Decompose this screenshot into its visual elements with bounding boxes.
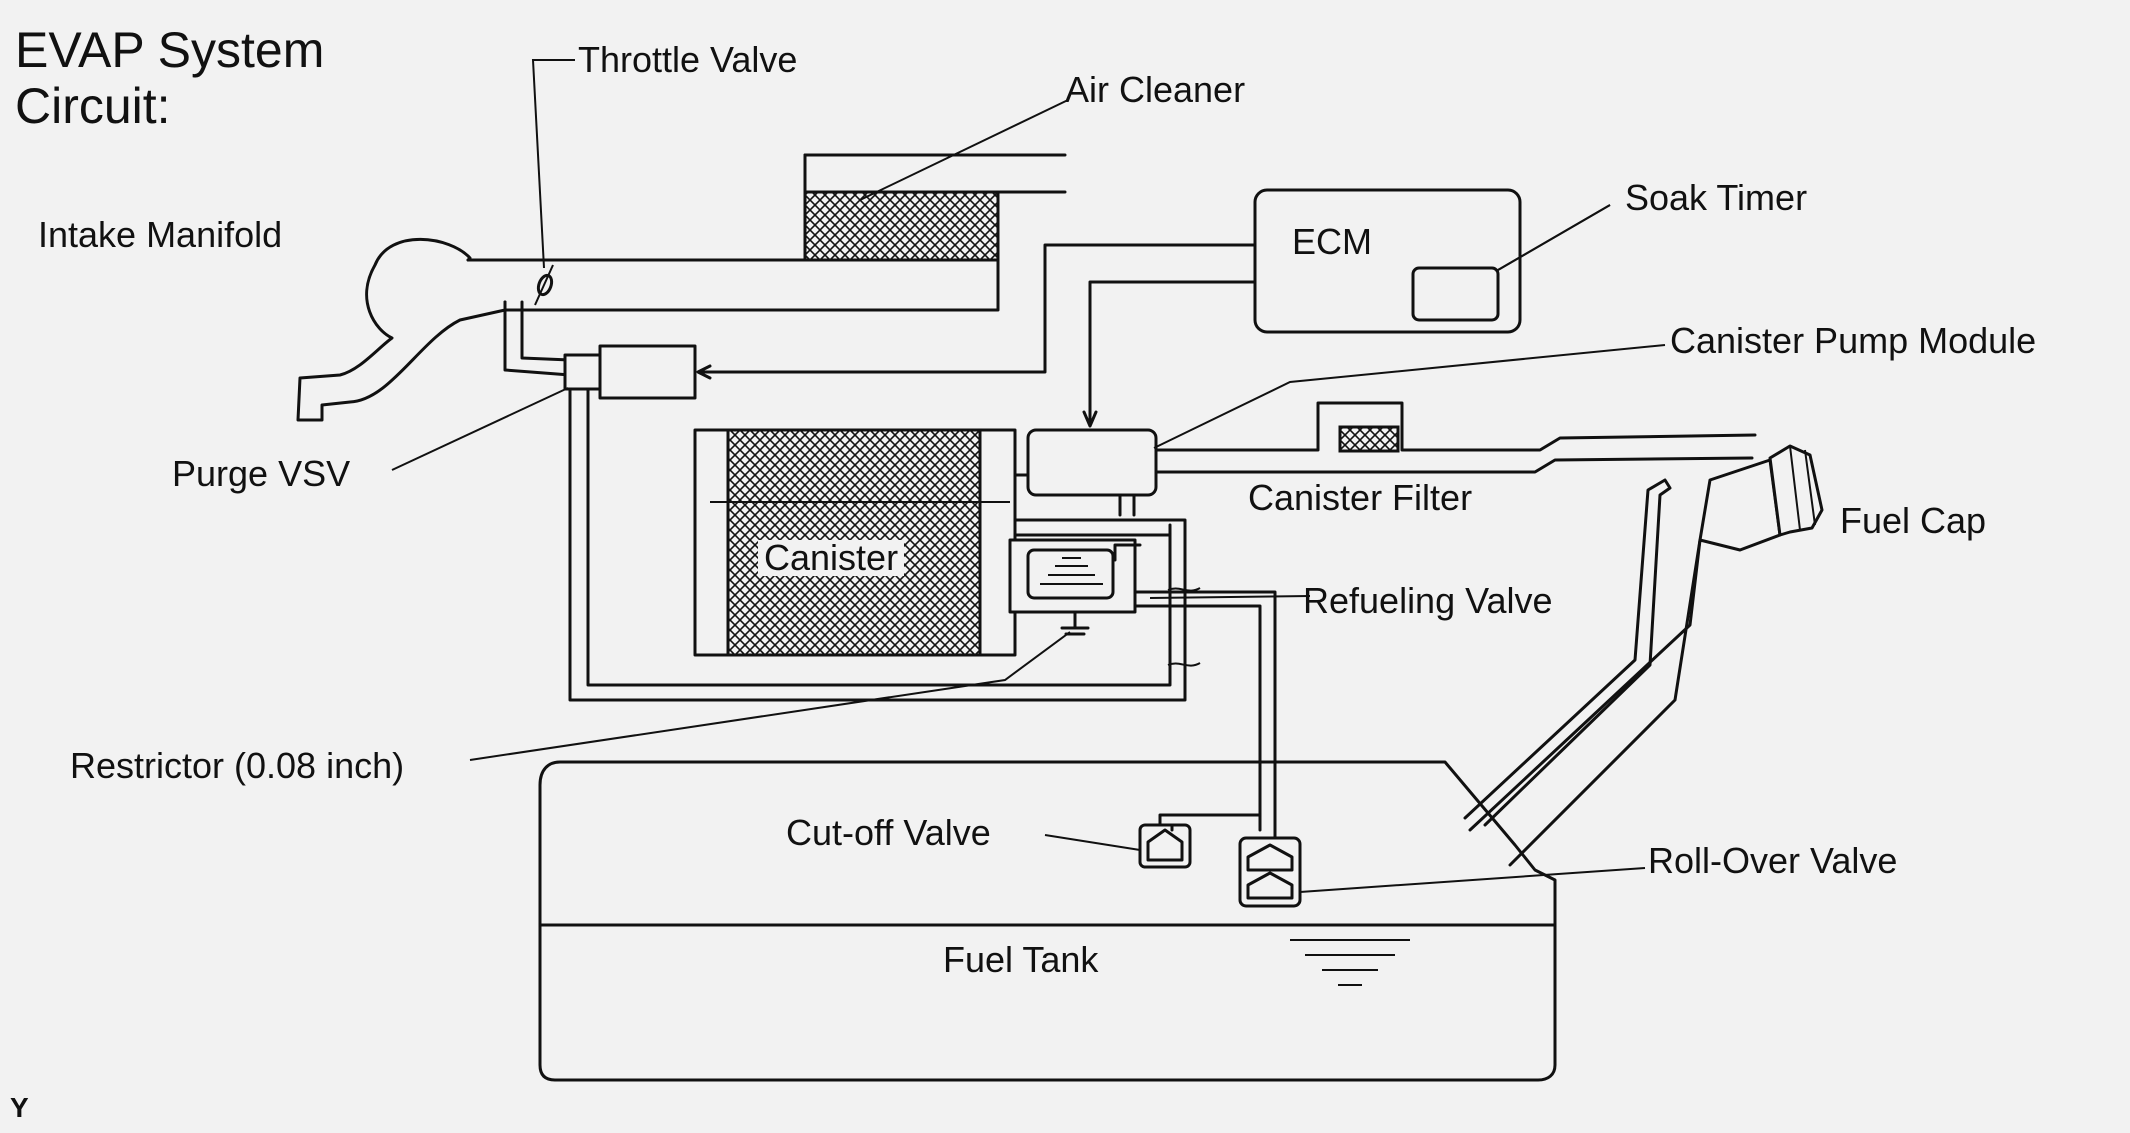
soak-timer-leader bbox=[1497, 204, 1611, 271]
corner-mark: Y bbox=[10, 1092, 29, 1123]
label-ecm: ECM bbox=[1292, 221, 1372, 262]
cut-off-valve bbox=[1044, 813, 1262, 869]
fuel-tank bbox=[538, 760, 1557, 1082]
label-canister-pump-module: Canister Pump Module bbox=[1670, 320, 2037, 361]
canister-pump-module bbox=[1026, 344, 1757, 517]
label-refueling-valve: Refueling Valve bbox=[1303, 580, 1553, 621]
label-restrictor: Restrictor (0.08 inch) bbox=[70, 745, 405, 786]
roll-over-valve bbox=[1238, 836, 1646, 908]
label-air-cleaner: Air Cleaner bbox=[1065, 69, 1246, 110]
title-line-1: EVAP System bbox=[15, 22, 325, 78]
label-soak-timer: Soak Timer bbox=[1625, 177, 1808, 218]
restrictor-leader bbox=[469, 631, 1071, 761]
filler-neck bbox=[1463, 458, 1782, 867]
refueling-valve bbox=[1008, 538, 1311, 842]
air-cleaner bbox=[803, 99, 1069, 262]
label-canister: Canister bbox=[758, 540, 905, 576]
throttle-valve bbox=[531, 59, 575, 306]
label-cut-off-valve: Cut-off Valve bbox=[786, 812, 991, 853]
label-roll-over-valve: Roll-Over Valve bbox=[1648, 840, 1898, 881]
label-purge-vsv: Purge VSV bbox=[172, 453, 351, 494]
label-fuel-tank: Fuel Tank bbox=[943, 939, 1099, 980]
label-intake-manifold: Intake Manifold bbox=[38, 214, 283, 255]
label-throttle-valve: Throttle Valve bbox=[578, 39, 798, 80]
fuel-cap bbox=[1768, 444, 1824, 537]
label-canister-filter: Canister Filter bbox=[1248, 477, 1473, 518]
title-line-2: Circuit: bbox=[15, 78, 171, 134]
page-title: EVAP System Circuit: bbox=[15, 22, 324, 134]
label-fuel-cap: Fuel Cap bbox=[1840, 500, 1987, 541]
